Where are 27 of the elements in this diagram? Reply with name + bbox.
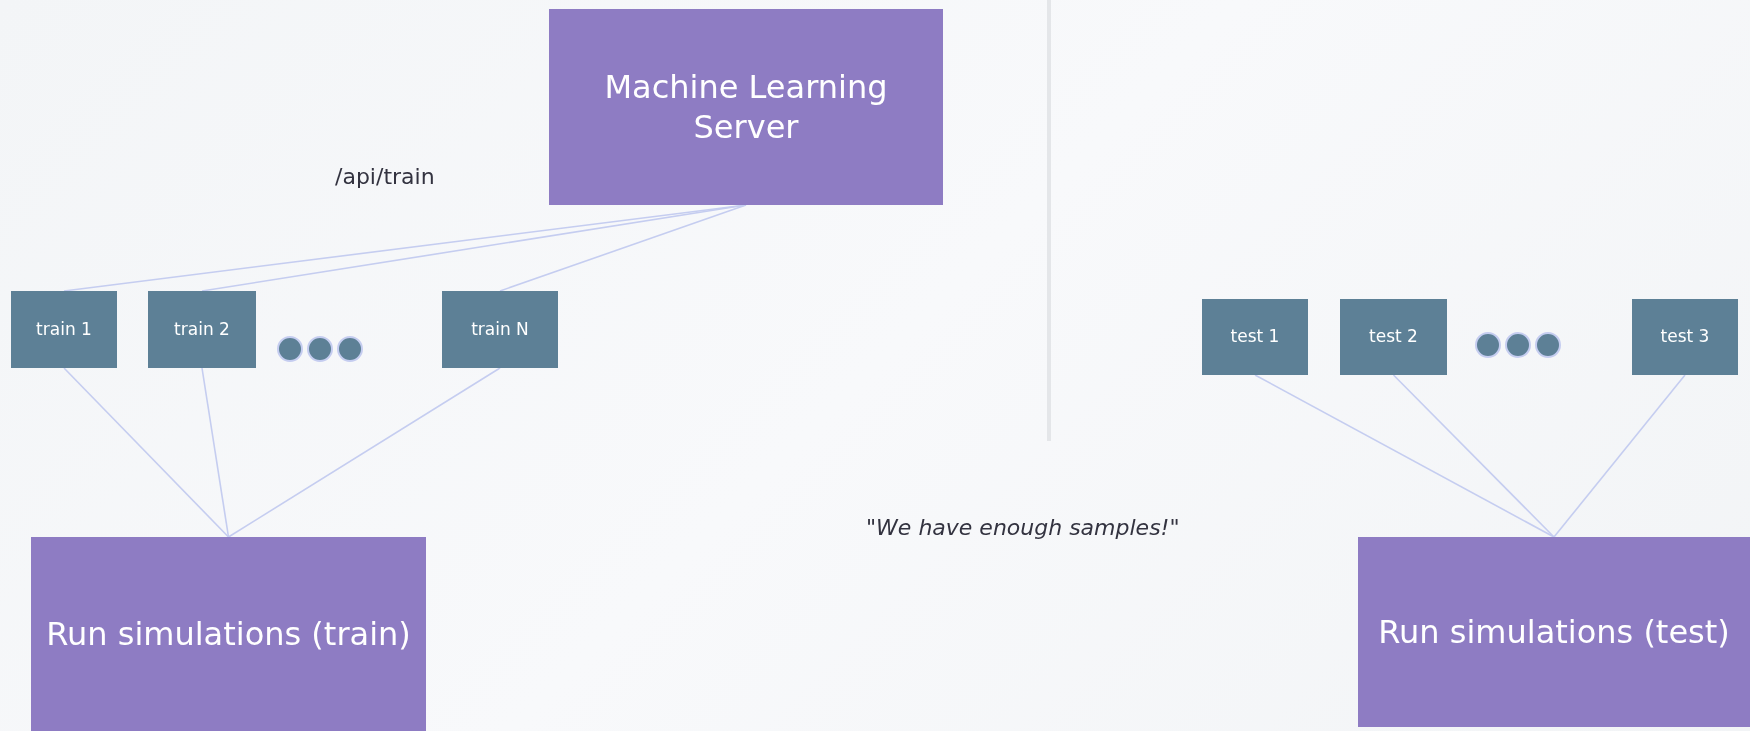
endpoint-label: /api/train [335, 164, 435, 189]
process-box [1632, 299, 1738, 375]
box-label: test 2 [1369, 326, 1418, 348]
box-label: test 1 [1230, 326, 1280, 348]
connector-line [63, 367, 230, 538]
process-box [549, 9, 943, 205]
box-label: test 3 [1660, 326, 1710, 348]
note-text: "We have enough samples!" [866, 515, 1180, 540]
box-label: train N [471, 318, 529, 341]
connector-line [499, 204, 747, 292]
connector-line [1392, 374, 1555, 538]
connector-line [1553, 374, 1686, 538]
box-label: train 1 [36, 318, 92, 341]
process-box [31, 537, 426, 731]
connector-line [1254, 374, 1555, 538]
connector-line [201, 367, 230, 538]
process-box [11, 291, 117, 368]
box-label: Run simulations (test) [1378, 612, 1730, 652]
process-box [1340, 299, 1447, 375]
process-box [1358, 537, 1750, 727]
box-label: Run simulations (train) [46, 614, 411, 654]
box-label: train 2 [174, 318, 230, 341]
connector-line [227, 367, 501, 538]
process-box [148, 291, 256, 368]
box-label: Machine Learning Server [603, 67, 889, 147]
process-box [1202, 299, 1308, 375]
process-box [442, 291, 558, 368]
